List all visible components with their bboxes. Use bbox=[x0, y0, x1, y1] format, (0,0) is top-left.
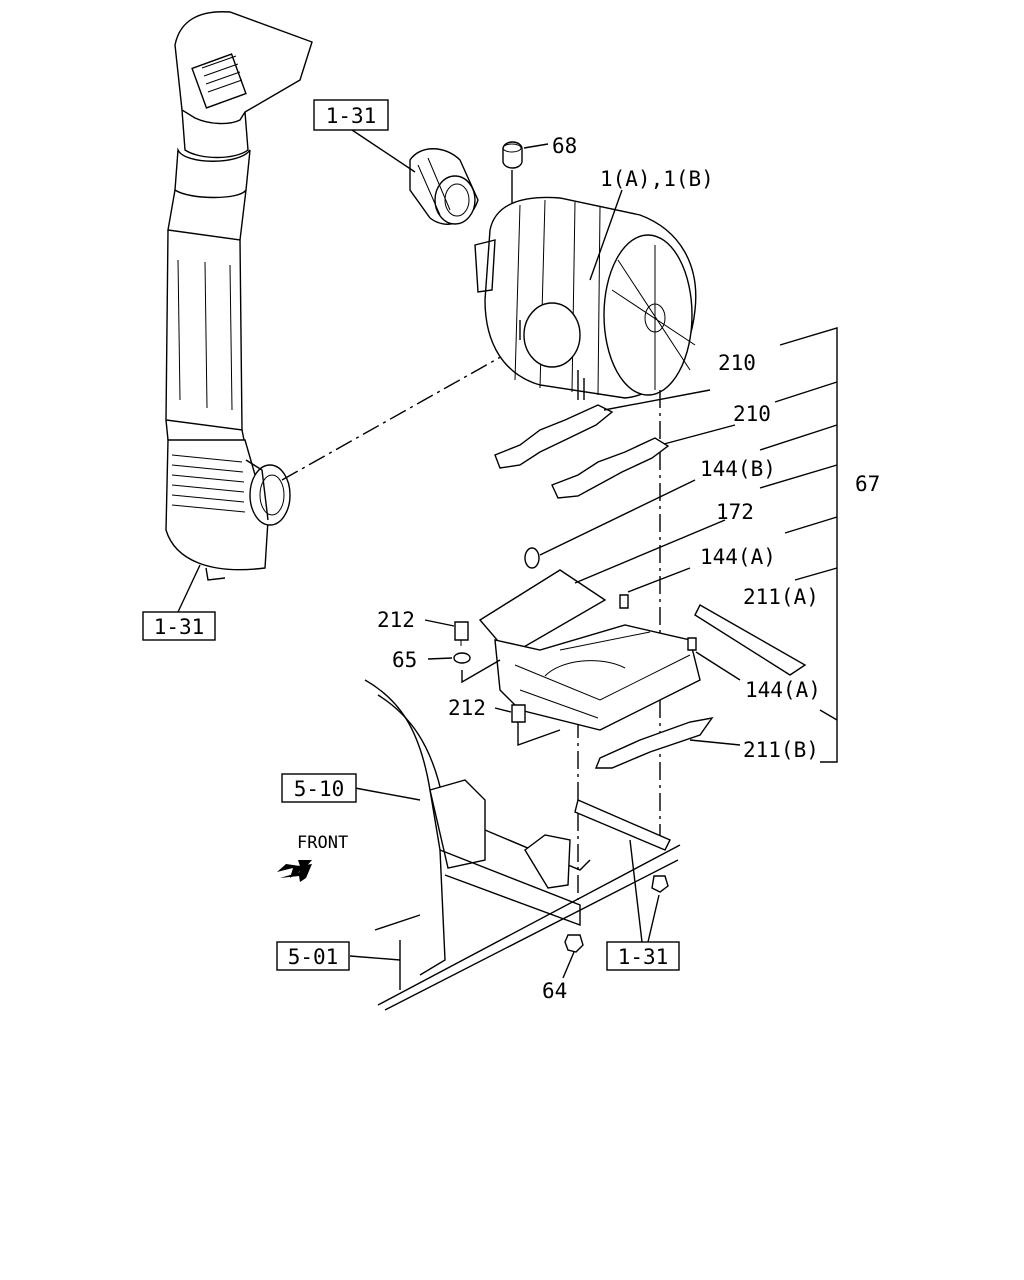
ref-box-1-31-top: 1-31 bbox=[313, 99, 389, 131]
label-210-upper: 210 bbox=[718, 351, 756, 375]
part-172-cushion bbox=[524, 547, 540, 569]
svg-text:1-31: 1-31 bbox=[154, 615, 205, 639]
label-210-lower: 210 bbox=[733, 402, 771, 426]
ref-box-1-31-left: 1-31 bbox=[142, 611, 216, 641]
svg-text:1-31: 1-31 bbox=[326, 104, 377, 128]
label-144a-bottom: 144(A) bbox=[745, 678, 821, 702]
nut-64 bbox=[564, 934, 584, 953]
strap-210-lower bbox=[551, 437, 670, 499]
strap-210-upper bbox=[494, 404, 614, 469]
bolt-144a bbox=[619, 594, 697, 651]
svg-text:5-10: 5-10 bbox=[294, 777, 345, 801]
label-144a-top: 144(A) bbox=[700, 545, 776, 569]
nut-131 bbox=[651, 875, 669, 893]
bolt-212-lower bbox=[511, 704, 526, 723]
air-cleaner-assembly bbox=[474, 196, 697, 400]
part-68-cap bbox=[502, 141, 523, 169]
air-cleaner-tray bbox=[478, 569, 807, 769]
label-68: 68 bbox=[552, 134, 577, 158]
label-67: 67 bbox=[855, 472, 880, 496]
washer-65 bbox=[453, 652, 471, 664]
label-64: 64 bbox=[542, 979, 567, 1003]
chassis-frame bbox=[364, 679, 681, 1011]
label-211b: 211(B) bbox=[743, 738, 819, 762]
label-212-upper: 212 bbox=[377, 608, 415, 632]
svg-text:1-31: 1-31 bbox=[618, 945, 669, 969]
ref-box-5-10: 5-10 bbox=[281, 773, 357, 803]
svg-text:5-01: 5-01 bbox=[288, 945, 339, 969]
ref-box-1-31-bottom: 1-31 bbox=[606, 941, 680, 971]
air-intake-duct bbox=[165, 11, 313, 581]
label-1a-1b: 1(A),1(B) bbox=[600, 167, 714, 191]
bolt-212-upper bbox=[454, 621, 469, 646]
front-arrow-icon bbox=[277, 860, 312, 882]
label-65: 65 bbox=[392, 648, 417, 672]
label-211a: 211(A) bbox=[743, 585, 819, 609]
label-front: FRONT bbox=[297, 833, 348, 853]
label-212-lower: 212 bbox=[448, 696, 486, 720]
hose-clamp bbox=[409, 148, 479, 225]
ref-box-5-01: 5-01 bbox=[276, 941, 350, 971]
label-172: 172 bbox=[716, 500, 754, 524]
label-144b: 144(B) bbox=[700, 457, 776, 481]
